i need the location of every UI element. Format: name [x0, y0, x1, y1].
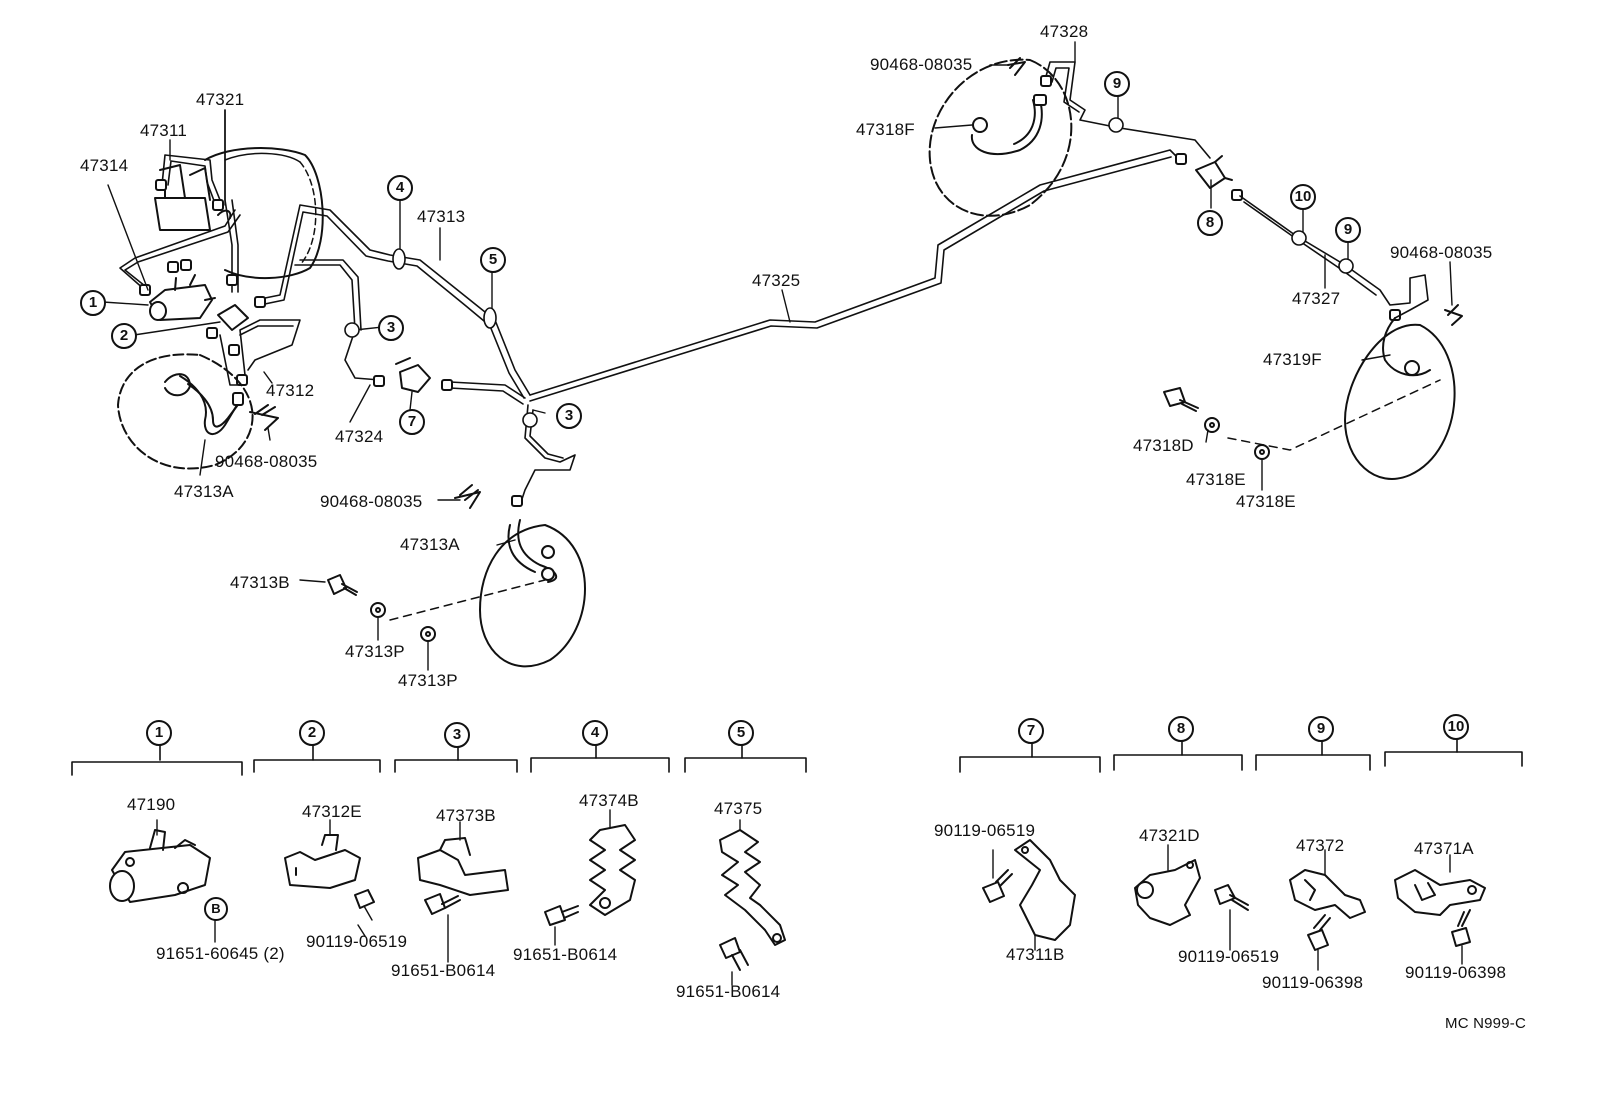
label-90468-08035-rear-right: 90468-08035 — [1390, 243, 1493, 262]
group-brackets — [71, 737, 1523, 776]
clip-90468-a-drawing — [1007, 57, 1026, 76]
label-47190: 47190 — [127, 795, 176, 814]
main-brake-line-47325 — [529, 149, 1181, 402]
callout-1-group: 1 — [146, 720, 172, 746]
label-47374B: 47374B — [579, 791, 639, 810]
label-90468-08035-front-right: 90468-08035 — [320, 492, 423, 511]
label-47327: 47327 — [1292, 289, 1341, 308]
part-47373B-drawing — [417, 821, 509, 963]
label-47312: 47312 — [266, 381, 315, 400]
label-47318F: 47318F — [856, 120, 915, 139]
front-right-disc-drawing — [389, 519, 586, 668]
callout-9-upper-b: 9 — [1335, 217, 1361, 243]
clip-90468-c-drawing — [249, 404, 279, 431]
label-47314: 47314 — [80, 156, 129, 175]
label-47324: 47324 — [335, 427, 384, 446]
clip-7-drawing — [395, 357, 431, 393]
part-47312E-drawing — [284, 819, 375, 937]
part-47375-drawing — [719, 819, 786, 986]
label-47318D: 47318D — [1133, 436, 1194, 455]
proportioning-valve-drawing — [149, 274, 216, 321]
label-47313P-1: 47313P — [345, 642, 405, 661]
callout-3-upper-a: 3 — [378, 315, 404, 341]
label-47312E: 47312E — [302, 802, 362, 821]
callout-8-group: 8 — [1168, 716, 1194, 742]
pipe-fittings — [139, 179, 523, 507]
part-47372-drawing — [1289, 849, 1366, 971]
label-47325: 47325 — [752, 271, 801, 290]
label-47318E-1: 47318E — [1186, 470, 1246, 489]
label-47313: 47313 — [417, 207, 466, 226]
rear-line-47327 — [1239, 195, 1429, 319]
part-47190-drawing — [109, 819, 211, 903]
label-90119-06398-group10: 90119-06398 — [1405, 963, 1507, 982]
bolt-47318D-drawing — [1163, 387, 1199, 412]
label-90468-08035-front-left: 90468-08035 — [215, 452, 318, 471]
front-left-disc-drawing — [117, 353, 254, 470]
label-47373B: 47373B — [436, 806, 496, 825]
callout-3-upper-b: 3 — [556, 403, 582, 429]
label-47311B: 47311B — [1006, 945, 1065, 964]
callout-7-upper: 7 — [399, 409, 425, 435]
part-47321D-drawing — [1134, 844, 1249, 951]
callout-2-group: 2 — [299, 720, 325, 746]
part-47371A-drawing — [1394, 854, 1486, 965]
label-90119-06519-group7: 90119-06519 — [934, 821, 1036, 840]
callout-5-group: 5 — [728, 720, 754, 746]
callout-10-upper: 10 — [1290, 184, 1316, 210]
rear-line-47328 — [1044, 61, 1211, 159]
label-47313A-front-left: 47313A — [174, 482, 234, 501]
label-90119-06519-group8: 90119-06519 — [1178, 947, 1280, 966]
three-way-joint-drawing — [217, 304, 249, 331]
label-90468-08035-rear-left: 90468-08035 — [870, 55, 973, 74]
label-47318E-2: 47318E — [1236, 492, 1296, 511]
callout-4-upper: 4 — [387, 175, 413, 201]
washer-47318E-drawing — [1204, 417, 1270, 460]
label-91651-B0614-group4: 91651-B0614 — [513, 945, 618, 964]
label-47371A: 47371A — [1414, 839, 1474, 858]
callout-2-upper: 2 — [111, 323, 137, 349]
callout-3-group: 3 — [444, 722, 470, 748]
callout-7-group: 7 — [1018, 718, 1044, 744]
master-cylinder-drawing — [154, 164, 232, 231]
rear-right-disc-drawing — [1227, 317, 1456, 480]
callout-1-upper: 1 — [80, 290, 106, 316]
callout-10-group: 10 — [1443, 714, 1469, 740]
clip-90468-d-drawing — [454, 484, 481, 509]
callout-9-upper-a: 9 — [1104, 71, 1130, 97]
callout-B: B — [204, 897, 228, 921]
label-90119-06519-group2: 90119-06519 — [306, 932, 408, 951]
label-91651-B0614-group3: 91651-B0614 — [391, 961, 496, 980]
label-90119-06398-group9: 90119-06398 — [1262, 973, 1364, 992]
brake-booster-drawing — [204, 147, 324, 279]
label-47321D: 47321D — [1139, 826, 1200, 845]
label-47313B: 47313B — [230, 573, 290, 592]
label-47313P-2: 47313P — [398, 671, 458, 690]
rear-fittings — [1040, 75, 1401, 321]
label-47328: 47328 — [1040, 22, 1089, 41]
label-47372: 47372 — [1296, 836, 1345, 855]
label-47321: 47321 — [196, 90, 245, 109]
diagram-reference-code: MC N999-C — [1445, 1015, 1526, 1032]
part-47374B-drawing — [544, 809, 636, 946]
leader-lines — [102, 41, 1453, 671]
rear-three-way-joint-drawing — [1195, 155, 1233, 189]
callout-8-upper: 8 — [1197, 210, 1223, 236]
label-47313A-front-right: 47313A — [400, 535, 460, 554]
label-91651-B0614-group5: 91651-B0614 — [676, 982, 781, 1001]
clip-90468-b-drawing — [1444, 304, 1463, 326]
bolt-47313B-drawing — [327, 574, 358, 596]
part-47311B-drawing — [982, 839, 1076, 951]
rear-left-disc-drawing — [928, 58, 1073, 217]
label-47375: 47375 — [714, 799, 763, 818]
label-47311: 47311 — [140, 121, 188, 140]
callout-5-upper: 5 — [480, 247, 506, 273]
washer-47313P-drawing — [370, 602, 436, 642]
label-91651-60645: 91651-60645 (2) — [156, 944, 285, 963]
label-47319F: 47319F — [1263, 350, 1322, 369]
callout-4-group: 4 — [582, 720, 608, 746]
pipe-clamps — [344, 117, 1354, 428]
callout-9-group: 9 — [1308, 716, 1334, 742]
